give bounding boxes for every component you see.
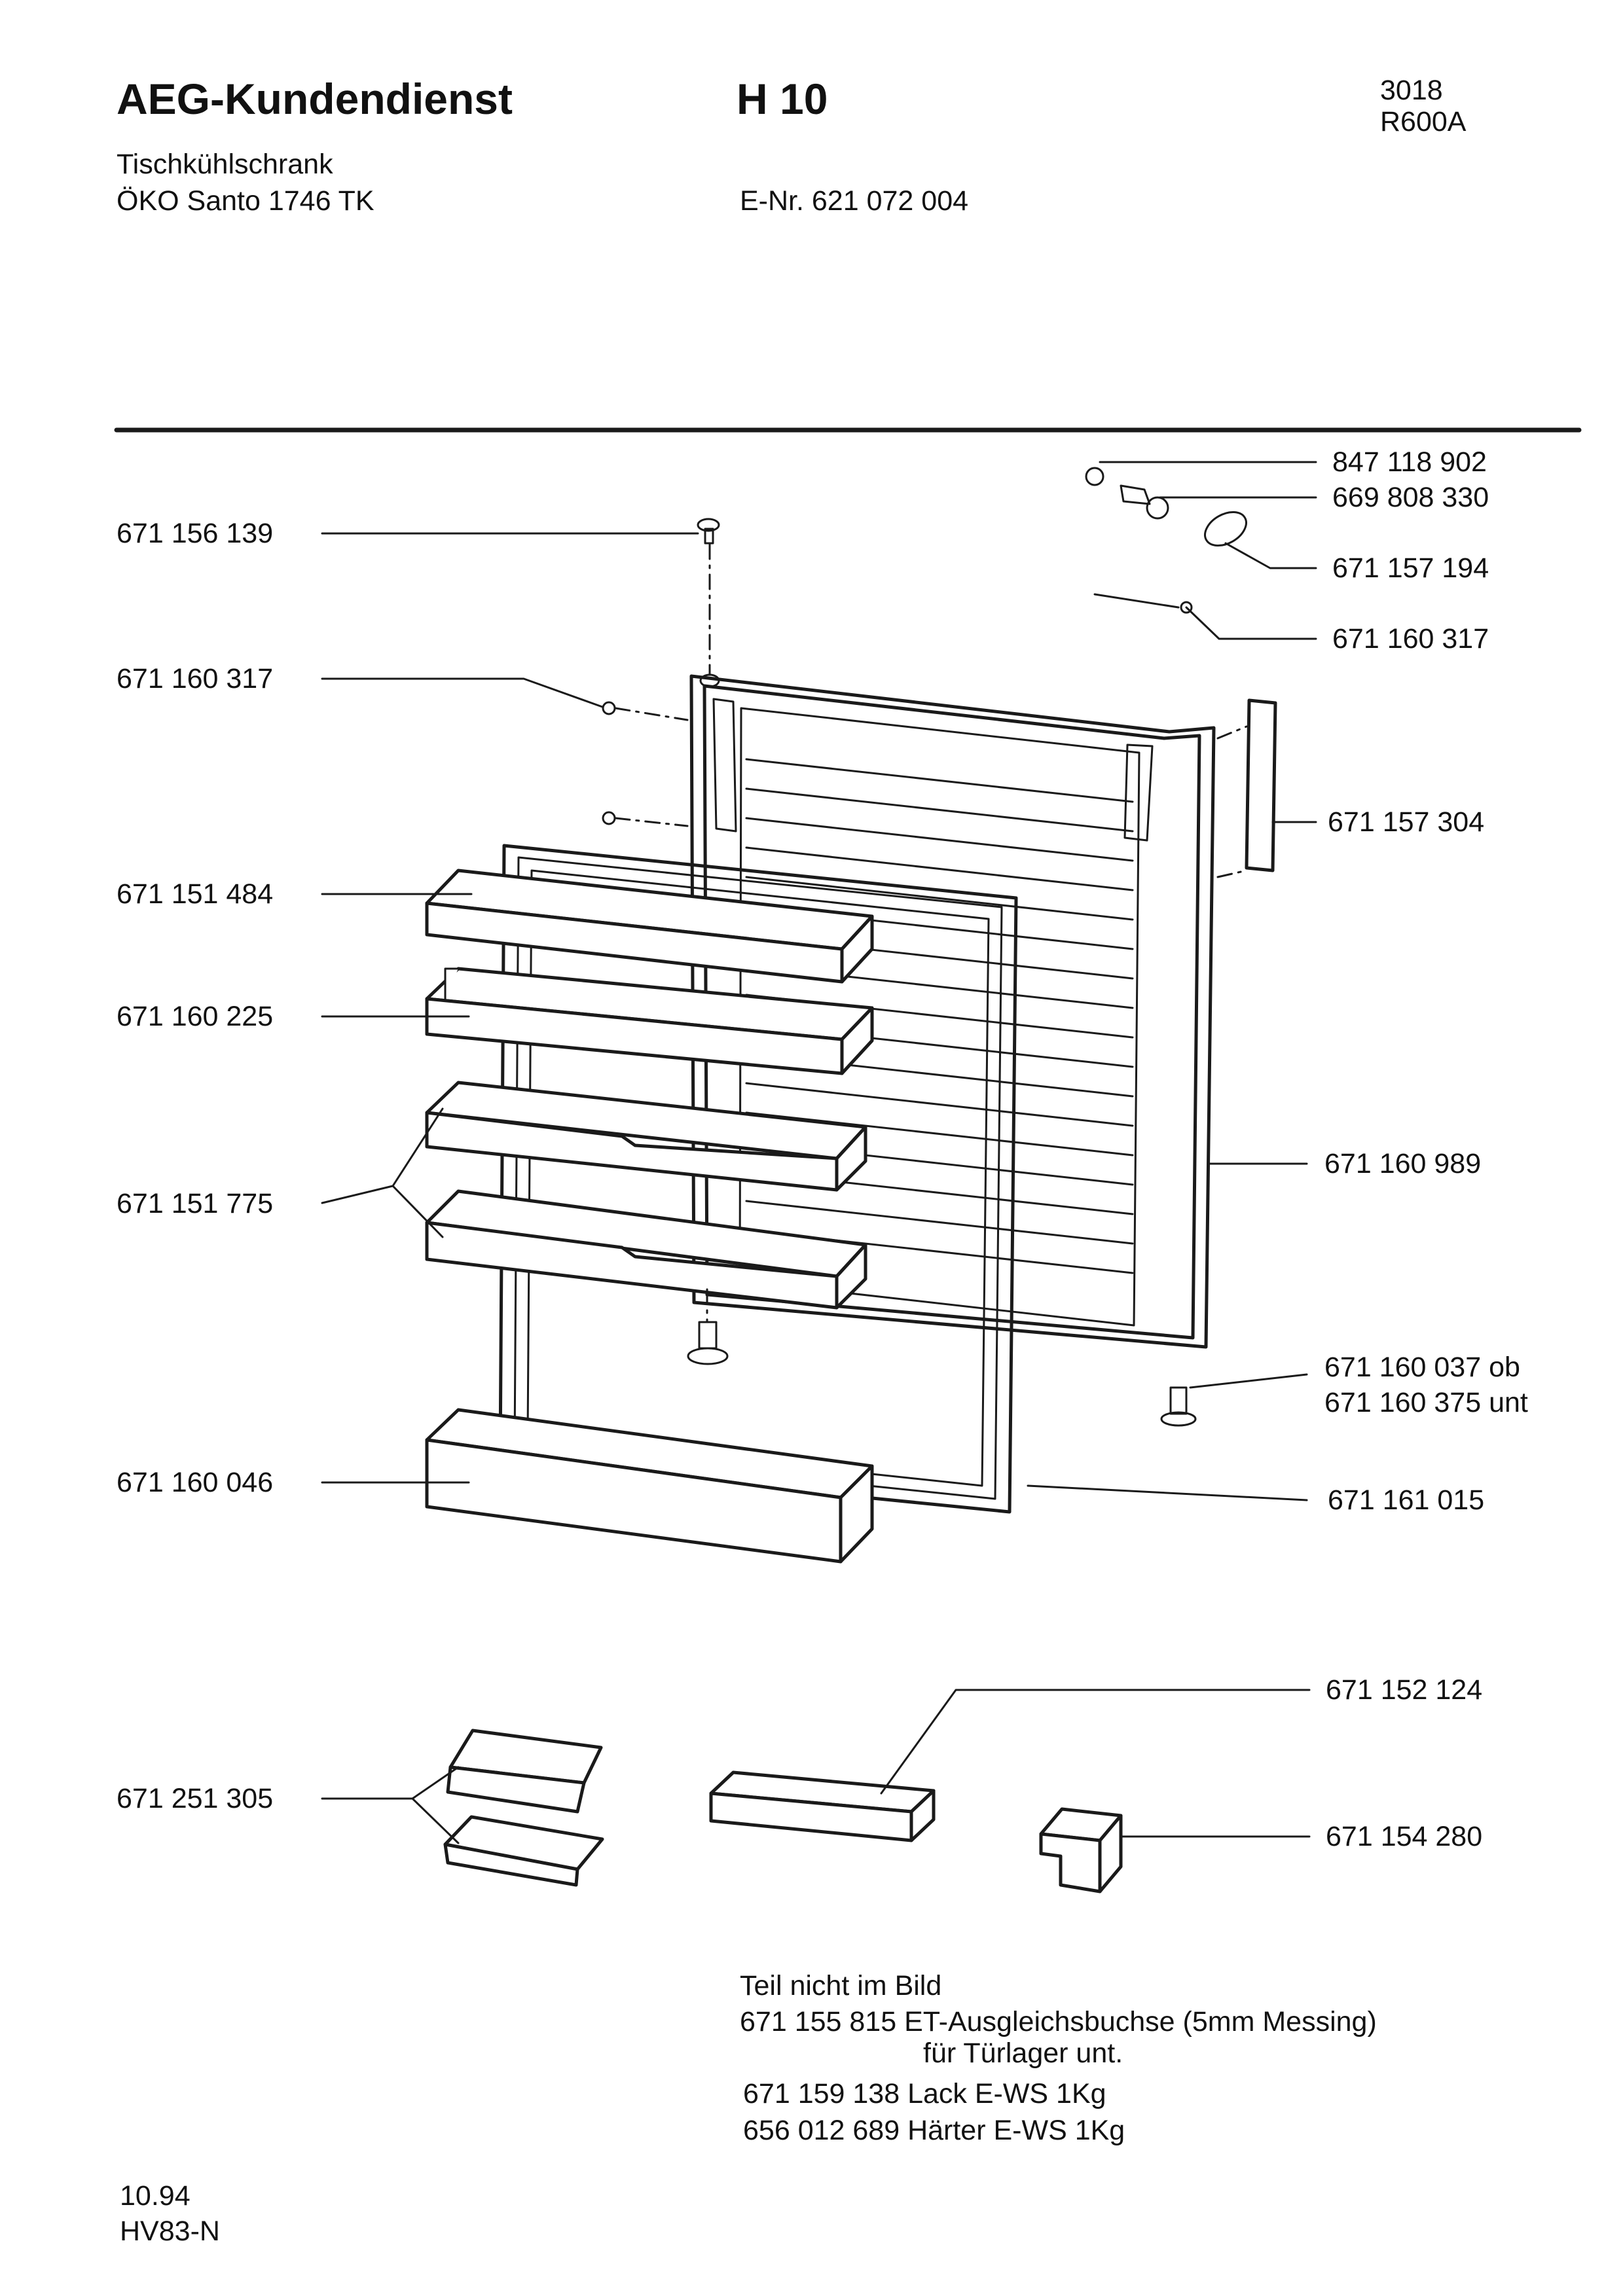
assembly-lines xyxy=(614,543,1248,1322)
leader-lines xyxy=(321,461,1317,1844)
part-label-671154280: 671 154 280 xyxy=(1326,1821,1483,1852)
part-label-671157194: 671 157 194 xyxy=(1332,552,1489,584)
egg-tray xyxy=(709,1770,936,1842)
product-name: ÖKO Santo 1746 TK xyxy=(117,185,374,217)
shelf-second xyxy=(425,967,874,1075)
hinge-pin-lower-left xyxy=(687,1321,729,1365)
part-label-671160317-right: 671 160 317 xyxy=(1332,623,1489,655)
company-title: AEG-Kundendienst xyxy=(117,75,513,123)
footer-doc: HV83-N xyxy=(120,2215,220,2247)
part-label-671157304: 671 157 304 xyxy=(1328,806,1485,838)
screw-part xyxy=(1120,484,1169,520)
notes-line-3: 656 012 689 Härter E-WS 1Kg xyxy=(743,2115,1125,2146)
small-cup xyxy=(1039,1807,1123,1893)
product-type: Tischkühlschrank xyxy=(117,149,333,180)
screw-long xyxy=(1093,593,1180,609)
notes-line-1b: für Türlager unt. xyxy=(923,2037,1123,2069)
notes-line-2: 671 159 138 Lack E-WS 1Kg xyxy=(743,2078,1106,2109)
code-number: 3018 xyxy=(1380,75,1443,106)
part-label-671160037: 671 160 037 ob xyxy=(1324,1352,1520,1383)
part-label-671160375: 671 160 375 unt xyxy=(1324,1387,1528,1418)
part-label-847118902: 847 118 902 xyxy=(1332,446,1487,478)
model-title: H 10 xyxy=(737,75,828,123)
refrigerant-label: R600A xyxy=(1380,106,1467,137)
part-label-671251305: 671 251 305 xyxy=(117,1783,274,1814)
part-label-671160046: 671 160 046 xyxy=(117,1467,274,1498)
notes-line-1: 671 155 815 ET-Ausgleichsbuchse (5mm Mes… xyxy=(740,2006,1377,2037)
washer xyxy=(1085,467,1104,486)
part-label-669808330: 669 808 330 xyxy=(1332,482,1489,513)
shelf-top xyxy=(425,869,874,984)
hinge-pin-lower-right xyxy=(1160,1386,1197,1427)
part-label-671160989: 671 160 989 xyxy=(1324,1148,1482,1179)
part-label-671160225: 671 160 225 xyxy=(117,1001,274,1032)
part-label-671160317-left: 671 160 317 xyxy=(117,663,274,694)
screw-left-lower xyxy=(602,811,616,825)
door-handle xyxy=(1245,698,1277,872)
e-number: E-Nr. 621 072 004 xyxy=(740,185,969,217)
part-label-671151484: 671 151 484 xyxy=(117,878,274,910)
part-label-671156139: 671 156 139 xyxy=(117,518,274,549)
notes-heading: Teil nicht im Bild xyxy=(740,1970,942,2001)
top-pin xyxy=(697,518,720,545)
butter-dish-base xyxy=(443,1815,604,1887)
cover-cap xyxy=(1204,511,1247,547)
shelf-third xyxy=(425,1081,867,1192)
butter-dish-lid xyxy=(446,1729,603,1814)
door-panel xyxy=(689,673,1216,1349)
shelf-fourth xyxy=(425,1189,867,1310)
part-label-671152124: 671 152 124 xyxy=(1326,1674,1483,1706)
screw-left-upper xyxy=(602,701,616,715)
footer-date: 10.94 xyxy=(120,2180,191,2212)
part-label-671161015: 671 161 015 xyxy=(1328,1484,1485,1516)
part-label-671151775: 671 151 775 xyxy=(117,1188,274,1219)
bottom-tray xyxy=(425,1408,874,1564)
